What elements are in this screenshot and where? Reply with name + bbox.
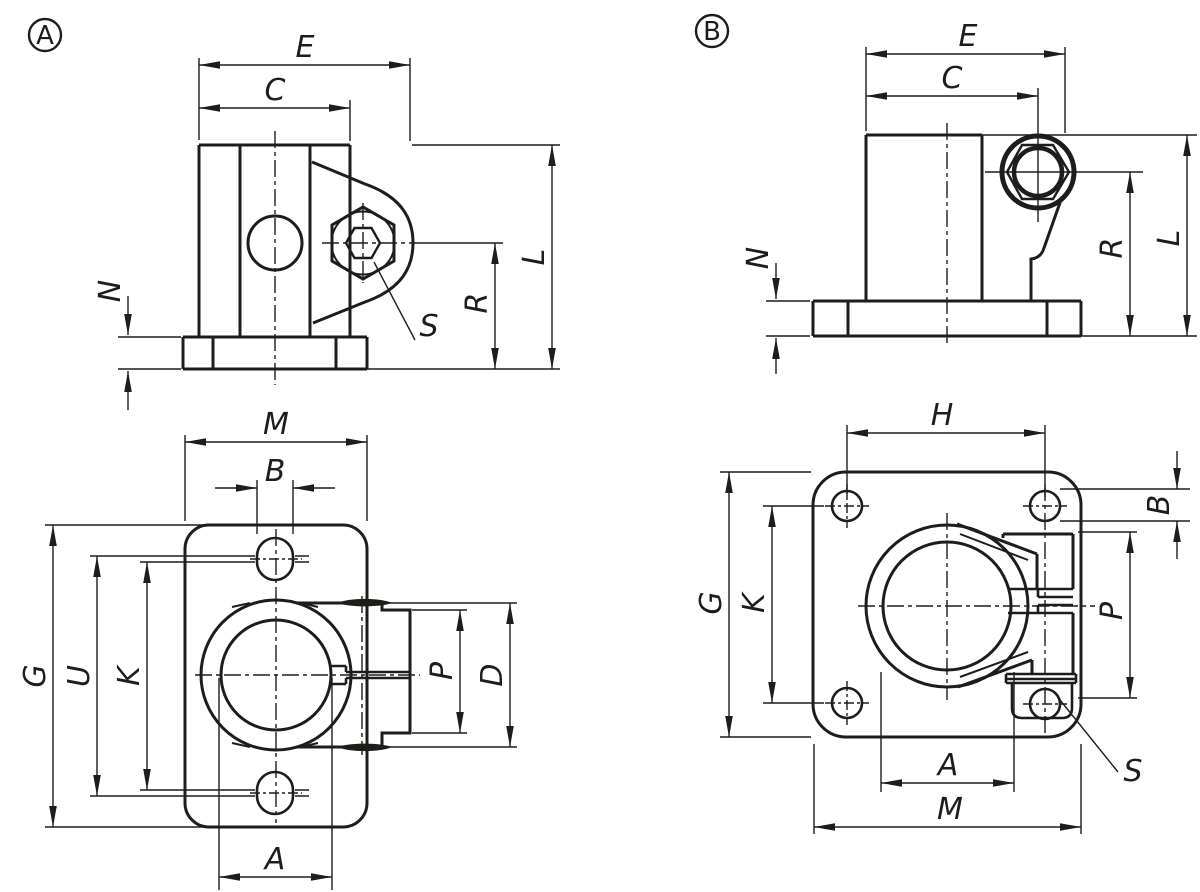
dim-e-label: E xyxy=(296,30,315,65)
extension-lines xyxy=(118,58,560,370)
dim-a-label: A xyxy=(263,842,286,877)
dim-h: H xyxy=(847,398,1045,437)
dim-d: D xyxy=(475,603,514,747)
dim-u-label: U xyxy=(62,665,97,687)
dim-e-label: E xyxy=(959,19,978,54)
dim-r-label: R xyxy=(460,293,495,314)
dim-m-label: M xyxy=(937,792,963,827)
dim-b-label: B xyxy=(265,454,286,489)
callout-s-label: S xyxy=(1123,754,1142,789)
sleeve-notch-marks xyxy=(231,602,319,748)
variant-b-front-view: E C N R L xyxy=(741,19,1197,374)
dim-p-label: P xyxy=(425,661,460,680)
hole-center-marks xyxy=(825,484,1067,725)
dim-l: L xyxy=(517,145,556,369)
dim-l: L xyxy=(1152,135,1191,336)
callout-s-leader xyxy=(373,261,416,341)
centerlines xyxy=(195,529,420,823)
callout-s: S xyxy=(373,261,439,344)
dim-a: A xyxy=(219,842,332,881)
dim-r: R xyxy=(1095,172,1134,336)
dim-g: G xyxy=(694,472,733,737)
variant-a-top-view: M B G U K A xyxy=(18,407,517,890)
variant-b: B E C N xyxy=(694,13,1197,834)
chamfer-lines xyxy=(959,533,1029,678)
dim-g-label: G xyxy=(694,591,729,614)
dim-e: E xyxy=(199,30,410,69)
variant-b-top-view: H B P G K A xyxy=(694,398,1190,834)
dim-c: C xyxy=(199,73,350,112)
callout-s: S xyxy=(1059,699,1143,789)
dim-m-label: M xyxy=(263,407,289,442)
extension-lines xyxy=(45,435,517,890)
dim-k: K xyxy=(112,562,151,790)
dim-l-label: L xyxy=(1152,230,1187,247)
extension-lines xyxy=(720,425,1190,834)
clamp-slit-lines xyxy=(330,664,410,686)
dim-a: A xyxy=(881,748,1014,787)
dim-p-label: P xyxy=(1095,601,1130,620)
variant-a: A E C N xyxy=(18,17,560,890)
dim-r-label: R xyxy=(1095,238,1130,259)
dim-l-label: L xyxy=(517,249,552,266)
washer-lines xyxy=(1004,672,1078,685)
dim-b: B xyxy=(1142,451,1181,559)
dim-c-label: C xyxy=(942,61,963,96)
variant-a-badge-letter: A xyxy=(36,21,54,51)
callout-s-label: S xyxy=(419,309,438,344)
dim-k-label: K xyxy=(737,591,772,613)
dim-m: M xyxy=(185,407,367,446)
dim-k: K xyxy=(737,506,776,703)
dim-n-label: N xyxy=(93,280,128,302)
dim-p: P xyxy=(425,610,464,733)
clamp-slit-lines xyxy=(1008,587,1073,615)
callout-s-leader xyxy=(1059,699,1119,773)
dim-b: B xyxy=(215,454,335,492)
dim-p: P xyxy=(1095,532,1134,698)
variant-b-badge-letter: B xyxy=(703,17,721,47)
dim-m: M xyxy=(814,792,1081,831)
dim-n-label: N xyxy=(741,247,776,269)
dim-c-label: C xyxy=(265,73,286,108)
dim-u: U xyxy=(62,556,101,796)
dim-a-label: A xyxy=(936,748,959,783)
nut-body xyxy=(1010,683,1074,720)
dim-c: C xyxy=(866,61,1038,100)
variant-a-badge: A xyxy=(27,17,63,53)
centerlines xyxy=(274,131,410,385)
clamp-jaw-outline xyxy=(956,522,1075,689)
flange-outline xyxy=(811,470,1083,739)
variant-a-badge-circle xyxy=(27,17,63,53)
dim-e: E xyxy=(866,19,1065,58)
dim-g-label: G xyxy=(18,664,53,687)
dim-h-label: H xyxy=(931,398,954,433)
dim-r: R xyxy=(460,243,499,369)
dim-g: G xyxy=(18,525,57,827)
variant-b-badge-circle xyxy=(694,13,730,49)
variant-b-badge: B xyxy=(694,13,730,49)
clamp-lug-outline xyxy=(1029,196,1064,301)
slot-center-marks xyxy=(250,558,302,794)
variant-a-front-view: E C N R L S xyxy=(93,30,560,410)
dim-k-label: K xyxy=(112,664,147,686)
dim-n: N xyxy=(741,247,780,374)
dim-d-label: D xyxy=(475,663,510,686)
dim-n: N xyxy=(93,280,132,410)
extension-lines xyxy=(766,47,1197,337)
dim-b-label: B xyxy=(1142,495,1177,516)
clamp-screw-end xyxy=(1004,672,1078,720)
flange-outline xyxy=(183,523,369,829)
centerlines xyxy=(858,484,1095,733)
